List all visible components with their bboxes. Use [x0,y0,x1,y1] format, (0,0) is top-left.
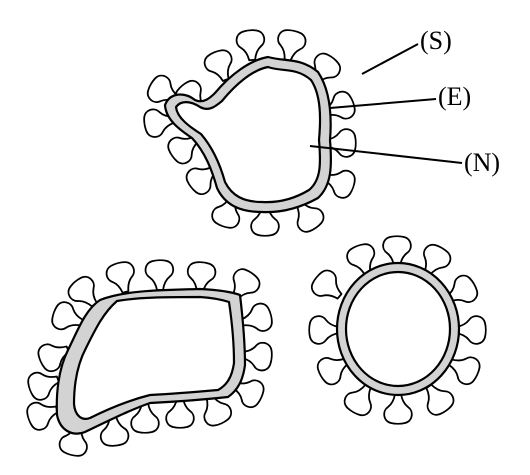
virus-particle-bottom-left [24,260,274,459]
spike-protein [104,260,138,296]
spike-protein [456,316,486,344]
nucleocapsid-core [346,272,450,386]
spike-protein [145,260,174,291]
spike-protein [309,316,339,344]
envelope-label: (E) [438,84,471,110]
spike-protein [383,236,411,266]
nucleocapsid-leader-line [310,146,462,163]
spike-protein [274,28,307,63]
spike-label: (S) [420,28,452,54]
spike-protein [236,29,266,61]
nucleocapsid-label: (N) [464,150,500,176]
virus-particle-bottom-right [308,236,486,424]
spike-protein [384,394,412,424]
virus-particle-top [142,28,358,236]
spike-leader-line [362,44,418,74]
